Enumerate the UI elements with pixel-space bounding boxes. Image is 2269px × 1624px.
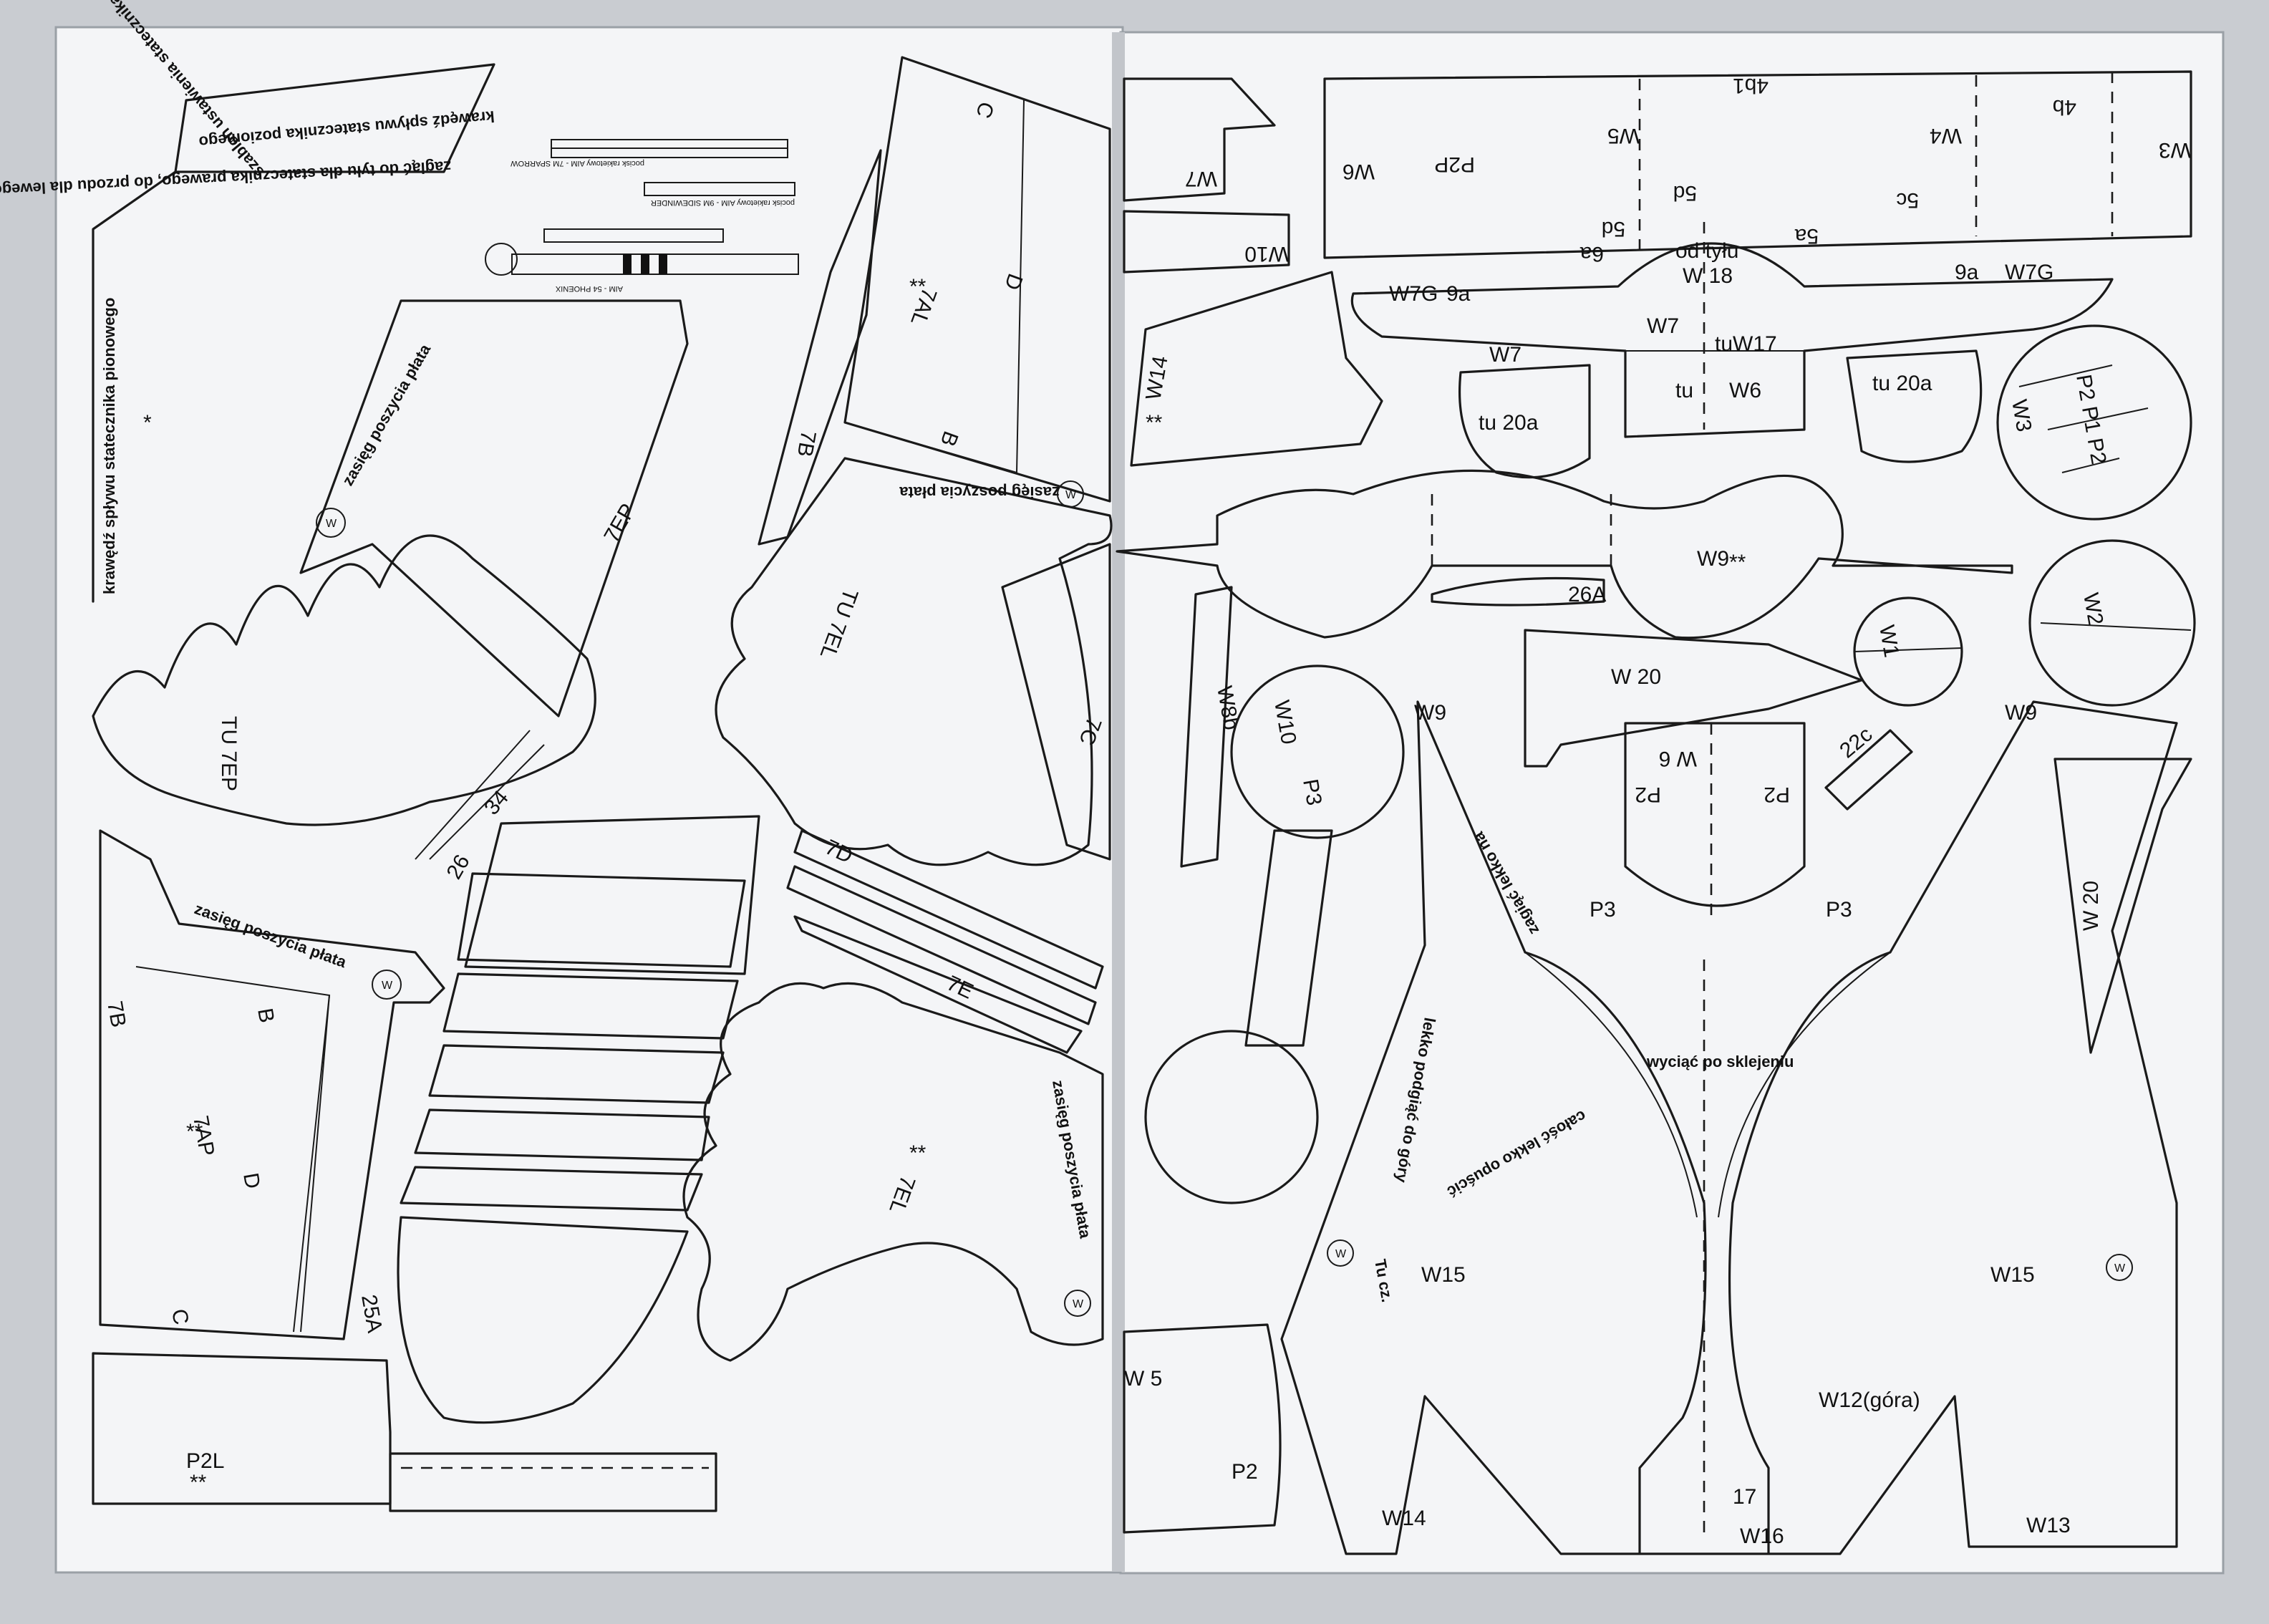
circle-w-marker-4: W: [382, 980, 393, 992]
wing-part-7B: 7B: [758, 149, 882, 546]
part-W9: W9: [1697, 547, 1729, 571]
part-W14b: W14: [1382, 1507, 1426, 1530]
part-5d2: 5d: [1602, 217, 1625, 241]
disc-W1: W1: [1853, 596, 1963, 707]
stabilizer-v-edge: krawędź spływu statecznika pionowego: [100, 298, 118, 594]
rib-stack: [397, 815, 760, 1424]
part-tu20a-r: tu 20a: [1872, 372, 1932, 395]
fuselage-top-strip: W3 4b 4b1 W4 W5 W6 P2P 5c 5d: [1323, 70, 2192, 259]
circle-w-marker-3: W: [1073, 1298, 1084, 1310]
part-W16: W16: [1740, 1524, 1784, 1548]
part-W18: W 18: [1683, 264, 1733, 288]
part-W5: W5: [1607, 124, 1640, 148]
part-P3a: P3: [1298, 777, 1326, 807]
part-tu20a-l: tu 20a: [1479, 411, 1539, 435]
missile-label-1: pocisk rakietowy AIM - 7M SPARROW: [511, 159, 644, 168]
part-26A: 26A: [1568, 583, 1606, 606]
part-W5b: W 5: [1124, 1367, 1162, 1391]
intake-W10: W10 P3: [1144, 664, 1405, 1204]
part-W6c: W 6: [1659, 747, 1697, 770]
part-7B: 7B: [793, 429, 821, 459]
stars-W14: **: [1146, 411, 1163, 435]
fuselage-part-W20: W 20: [1524, 629, 1863, 768]
circle-w-marker-5: W: [1335, 1248, 1347, 1260]
part-6a: 6a: [1579, 242, 1604, 266]
part-5d: 5d: [1673, 181, 1697, 205]
part-P2c: P2: [1232, 1460, 1258, 1484]
missile-diagrams: pocisk rakietowy AIM - 7M SPARROW pocisk…: [485, 139, 799, 293]
part-P2b: P2: [1764, 783, 1790, 806]
part-W3b: W3: [2007, 397, 2036, 433]
part-W7: W7: [1185, 167, 1217, 190]
fuselage-part-W7: W7: [1123, 77, 1276, 202]
fuselage-part-W9: W9 **: [1116, 469, 2013, 639]
part-26A-group: 26A: [1431, 576, 1606, 606]
right-page: [1119, 31, 2225, 1575]
part-W15b: W15: [1990, 1263, 2035, 1287]
part-9a-r: 9a: [1955, 261, 1979, 284]
part-W7G-r: W7G: [2005, 261, 2053, 284]
part-5a: 5a: [1794, 224, 1819, 248]
part-W1: W1: [1874, 623, 1903, 659]
part-17: 17: [1733, 1485, 1756, 1509]
stars-7AP: **: [186, 1120, 203, 1144]
part-W6b: W6: [1729, 379, 1761, 402]
missile-label-2: pocisk rakietowy AIM - 9M SIDEWINDER: [651, 198, 795, 207]
circle-w-marker: W: [326, 518, 337, 530]
wing-part-7AL: C D B 7AL **: [843, 56, 1111, 503]
stars-P2L: **: [190, 1471, 207, 1494]
left-page: [54, 26, 1124, 1574]
part-W2: W2: [2079, 591, 2107, 627]
part-W6: W6: [1342, 160, 1375, 183]
star-mark: *: [143, 411, 152, 435]
part-W20: W 20: [1611, 665, 1661, 689]
part-P3b: P3: [1590, 898, 1616, 922]
stars-7AL: **: [909, 275, 927, 299]
tail-assembly-W18: od tyłu W 18 5d 6a 5a W7G 9a 9a W7G W7 W…: [1350, 217, 2114, 438]
part-P2P: P2P: [1434, 153, 1475, 176]
missile-label-3: AIM - 54 PHOENIX: [555, 284, 623, 293]
part-4b: 4b: [2053, 95, 2076, 119]
part-W20b: W 20: [2079, 881, 2103, 931]
part-tuW17: tuW17: [1715, 332, 1777, 356]
part-P3c: P3: [1826, 898, 1852, 922]
page-gutter: [1112, 32, 1125, 1572]
fuselage-part-W20b: W 20: [2053, 758, 2192, 1054]
part-W3: W3: [2159, 138, 2191, 162]
part-W13: W13: [2026, 1514, 2071, 1537]
part-9a-l: 9a: [1446, 282, 1471, 306]
part-TU7EP: TU 7EP: [217, 716, 241, 791]
rear-view-note: od tyłu: [1675, 239, 1738, 263]
circle-w-marker-6: W: [2114, 1262, 2126, 1275]
fuselage-part-P2L: P2L **: [92, 1352, 717, 1512]
part-W9b: W9: [2005, 701, 2037, 725]
fuselage-part-W6: W 6 P2 P2: [1624, 722, 1806, 924]
cut-note: wyciąć po sklejeniu: [1646, 1053, 1794, 1070]
stars-W9: **: [1729, 551, 1746, 574]
part-W10: W10: [1244, 242, 1289, 266]
part-W7c: W7: [1489, 343, 1521, 367]
disc-W2: W2: [2028, 539, 2196, 707]
wing-part-TU7EP: TU 7EP: [92, 534, 596, 826]
part-4b1: 4b1: [1733, 74, 1769, 97]
part-7B2: 7B: [102, 999, 130, 1029]
part-W9a: W9: [1414, 701, 1446, 725]
part-W4: W4: [1930, 124, 1962, 148]
wing-skin-note-2: zasięg poszycia płata: [899, 483, 1060, 501]
part-5c: 5c: [1896, 188, 1919, 212]
stars-7EL: **: [909, 1141, 927, 1165]
part-W7b: W7: [1647, 314, 1679, 338]
part-tu: tu: [1675, 379, 1693, 402]
fuselage-part-W5: W 5 P2: [1123, 1323, 1282, 1534]
part-P2a: P2: [1635, 783, 1661, 806]
fuselage-part-W10: W10: [1123, 210, 1290, 274]
circle-w-marker-2: W: [1065, 489, 1077, 501]
part-W15a: W15: [1421, 1263, 1466, 1287]
part-W12: W12(góra): [1819, 1388, 1920, 1412]
part-W7G-l: W7G: [1389, 282, 1438, 306]
part-P2L: P2L: [186, 1449, 224, 1473]
